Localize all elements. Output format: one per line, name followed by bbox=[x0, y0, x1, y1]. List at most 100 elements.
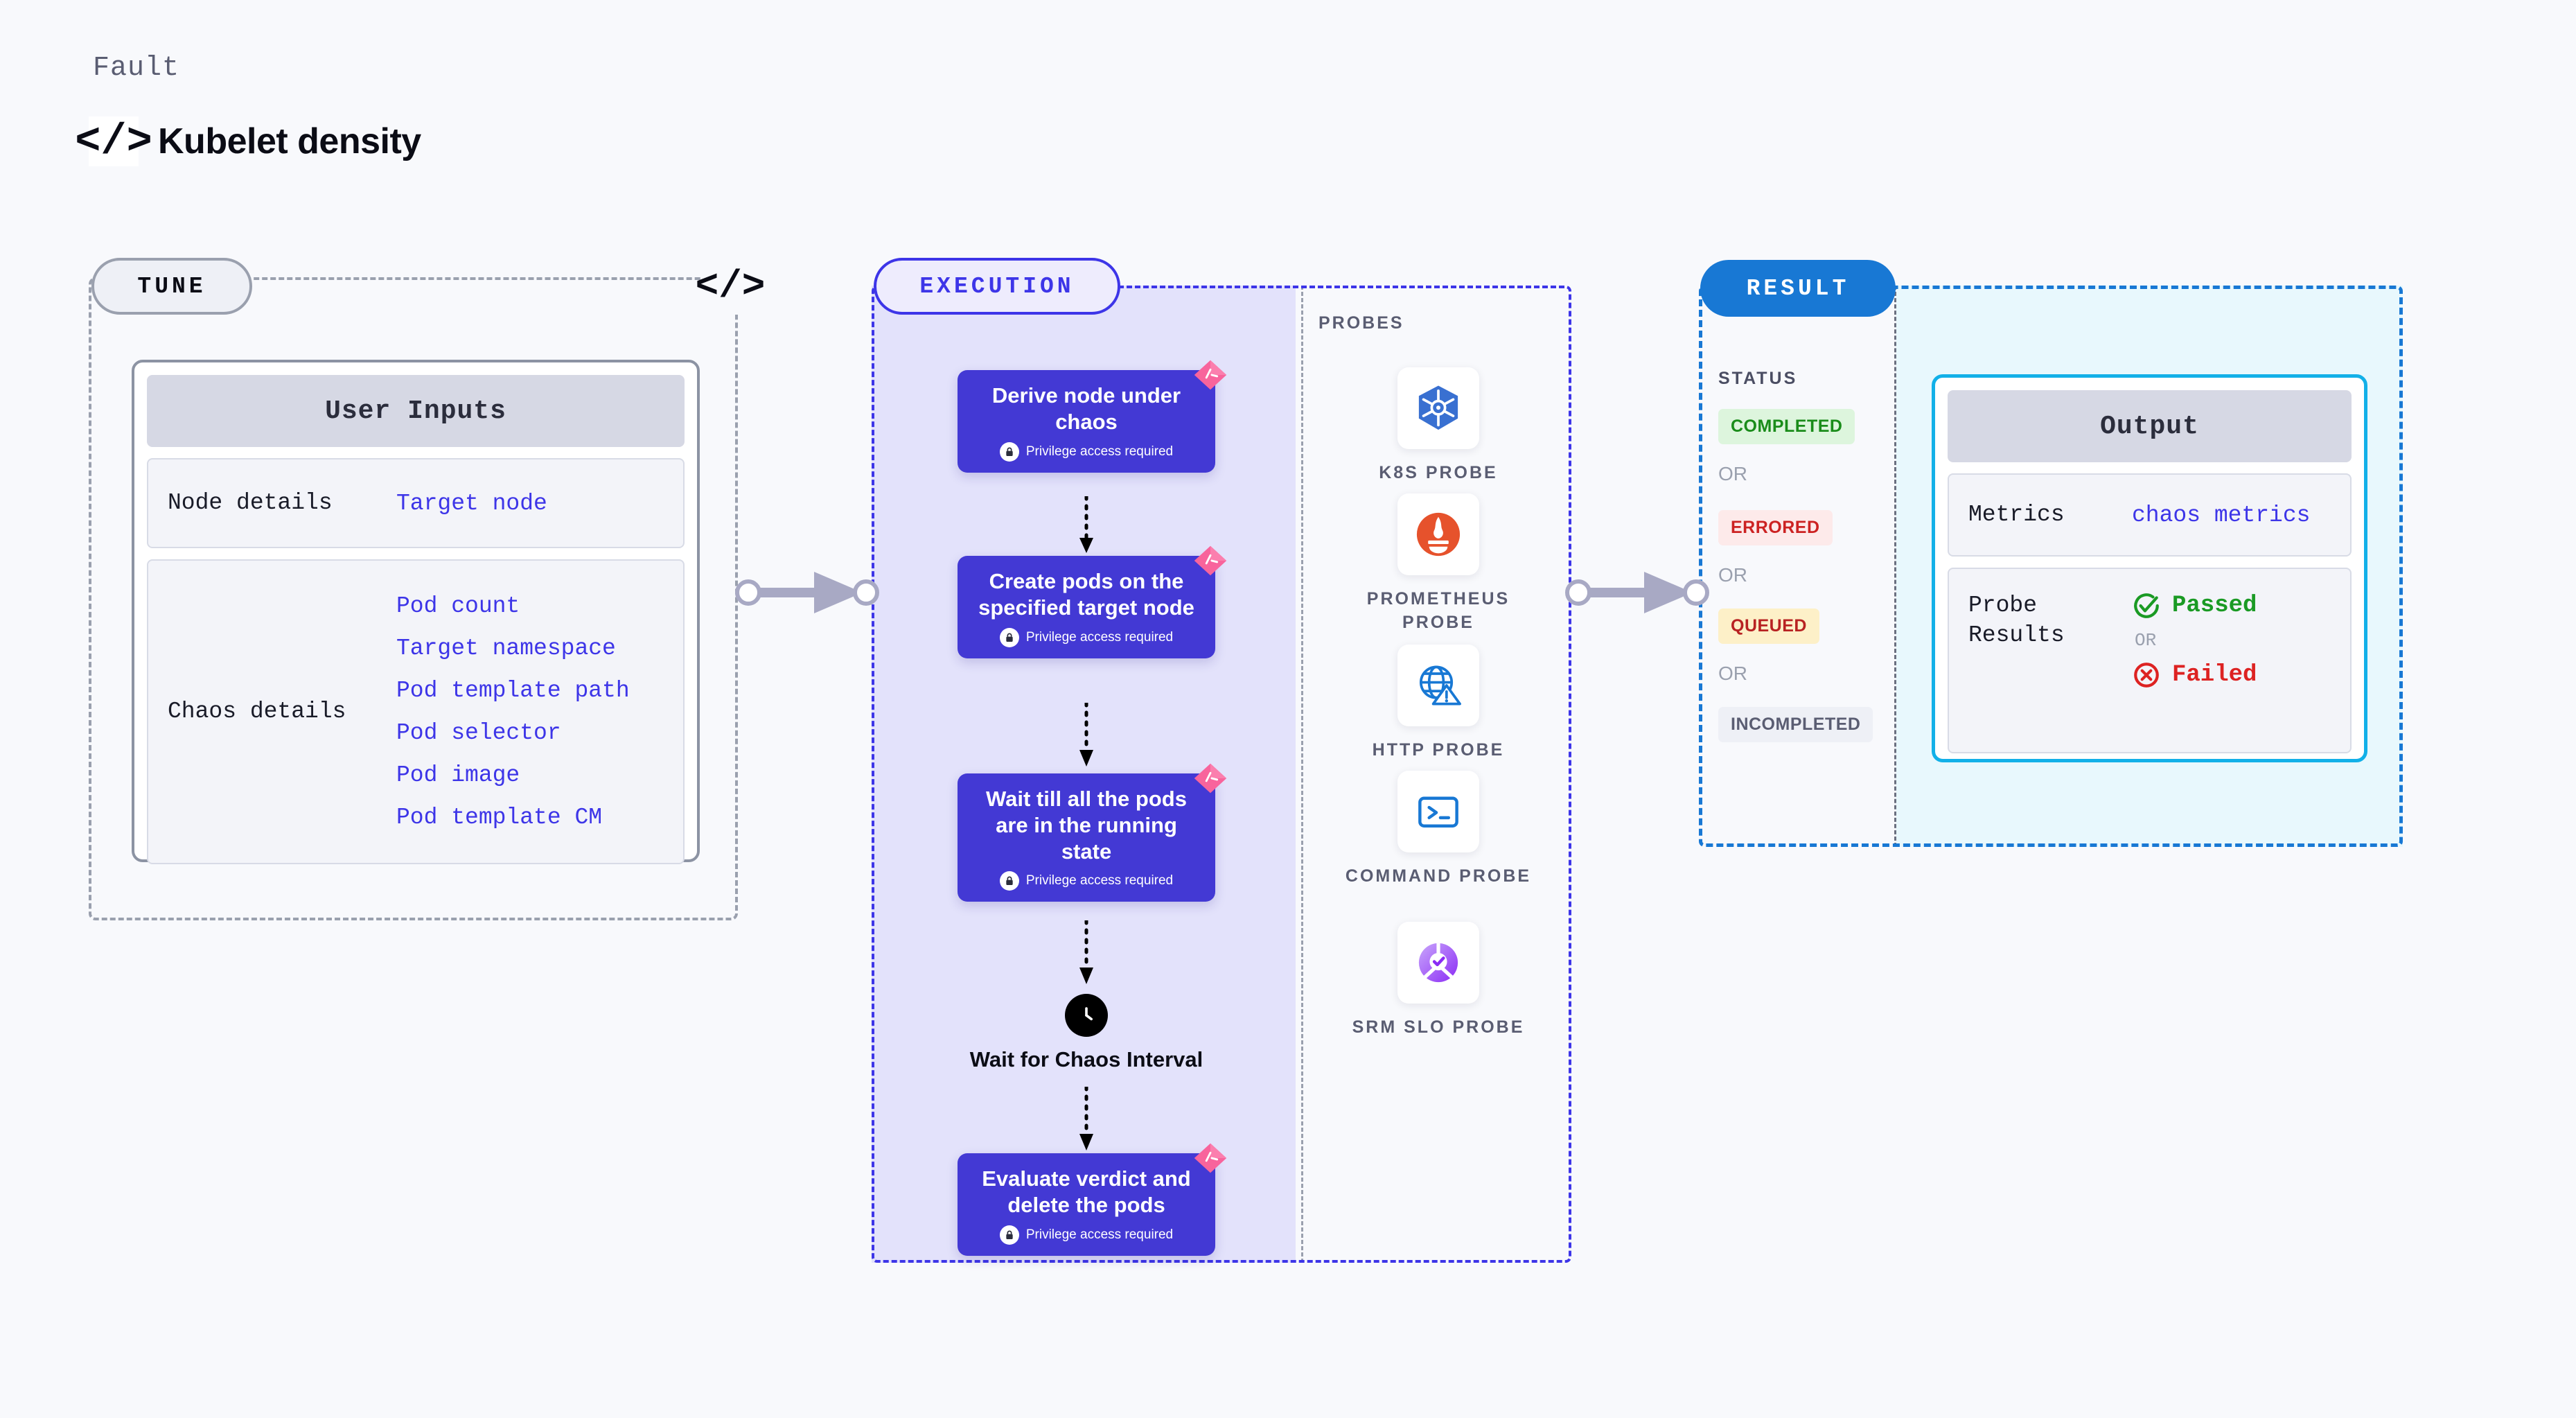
flow-arrow-2 bbox=[1079, 703, 1093, 767]
status-badge-errored: ERRORED bbox=[1718, 510, 1833, 545]
status-or-1: OR bbox=[1718, 463, 1747, 484]
status-badge-completed: COMPLETED bbox=[1718, 409, 1855, 444]
lock-icon bbox=[999, 1225, 1019, 1245]
step-title: Evaluate verdict and delete the pods bbox=[982, 1166, 1191, 1217]
probes-title: PROBES bbox=[1318, 313, 1404, 333]
input-value[interactable]: Pod image bbox=[396, 762, 520, 788]
chaos-ribbon-icon bbox=[1194, 360, 1227, 390]
row-values: Pod count Target namespace Pod template … bbox=[396, 593, 630, 830]
execution-step-4[interactable]: Evaluate verdict and delete the pods Pri… bbox=[958, 1143, 1227, 1256]
flow-arrow-4 bbox=[1079, 1087, 1093, 1150]
slo-donut-icon bbox=[1397, 922, 1479, 1004]
x-circle-icon bbox=[2134, 663, 2159, 688]
input-row-chaos-details[interactable]: Chaos details Pod count Target namespace… bbox=[147, 559, 685, 864]
status-or-3: OR bbox=[1718, 663, 1747, 684]
chaos-ribbon-icon bbox=[1194, 763, 1227, 794]
input-value[interactable]: Pod template CM bbox=[396, 805, 603, 830]
metrics-value[interactable]: chaos metrics bbox=[2132, 502, 2311, 528]
tune-badge[interactable]: TUNE bbox=[91, 258, 252, 315]
privilege-text: Privilege access required bbox=[1025, 873, 1174, 889]
row-values: Target node bbox=[396, 491, 547, 516]
output-card-title: Output bbox=[1948, 390, 2352, 462]
probe-label: SRM SLO PROBE bbox=[1352, 1017, 1525, 1037]
result-status-column: STATUS COMPLETED OR ERRORED OR QUEUED OR… bbox=[1699, 286, 1896, 847]
step-privilege-note: Privilege access required bbox=[999, 871, 1174, 891]
tune-panel: User Inputs Node details Target node Cha… bbox=[89, 277, 738, 920]
wait-for-chaos-interval-node: Wait for Chaos Interval bbox=[874, 994, 1298, 1074]
kubernetes-icon bbox=[1397, 367, 1479, 449]
lock-icon bbox=[999, 627, 1019, 647]
flow-arrow-3 bbox=[1079, 920, 1093, 984]
input-row-node-details[interactable]: Node details Target node bbox=[147, 458, 685, 548]
probe-result-passed: Passed bbox=[2132, 591, 2257, 620]
check-circle-icon bbox=[2134, 593, 2159, 618]
probe-item-prometheus[interactable]: PROMETHEUS PROBE bbox=[1303, 493, 1573, 635]
execution-step-2[interactable]: Create pods on the specified target node… bbox=[958, 545, 1227, 658]
probe-label: K8S PROBE bbox=[1379, 463, 1498, 482]
result-panel bbox=[1699, 286, 2403, 847]
probe-item-k8s[interactable]: K8S PROBE bbox=[1303, 367, 1573, 485]
privilege-text: Privilege access required bbox=[1025, 629, 1174, 645]
probe-result-or: OR bbox=[2135, 630, 2157, 651]
probe-item-srm-slo[interactable]: SRM SLO PROBE bbox=[1303, 922, 1573, 1040]
status-badge-incompleted: INCOMPLETED bbox=[1718, 707, 1873, 742]
step-title: Create pods on the specified target node bbox=[978, 569, 1194, 620]
probe-item-command[interactable]: COMMAND PROBE bbox=[1303, 771, 1573, 889]
lock-icon bbox=[999, 871, 1019, 891]
probe-item-http[interactable]: HTTP PROBE bbox=[1303, 645, 1573, 762]
step-privilege-note: Privilege access required bbox=[999, 1225, 1174, 1245]
probe-result-failed: Failed bbox=[2132, 660, 2257, 690]
page-eyebrow: Fault bbox=[93, 53, 180, 84]
probe-label: COMMAND PROBE bbox=[1345, 866, 1532, 886]
execution-step-3[interactable]: Wait till all the pods are in the runnin… bbox=[958, 763, 1227, 902]
chaos-ribbon-icon bbox=[1194, 545, 1227, 576]
step-title: Wait till all the pods are in the runnin… bbox=[986, 787, 1187, 864]
page-title: Kubelet density bbox=[158, 121, 421, 161]
user-inputs-title: User Inputs bbox=[147, 375, 685, 447]
probe-result-values: Passed OR Failed bbox=[2132, 591, 2257, 690]
prometheus-icon bbox=[1397, 493, 1479, 575]
status-or-2: OR bbox=[1718, 564, 1747, 586]
input-value[interactable]: Pod template path bbox=[396, 678, 630, 703]
input-value[interactable]: Target node bbox=[396, 490, 547, 516]
tune-code-icon: </> bbox=[696, 258, 765, 315]
input-value[interactable]: Target namespace bbox=[396, 636, 616, 661]
step-privilege-note: Privilege access required bbox=[999, 441, 1174, 462]
probes-column: PROBES K8S PROBE bbox=[1301, 286, 1571, 1263]
flow-arrow-1 bbox=[1079, 496, 1093, 553]
globe-warning-icon bbox=[1397, 645, 1479, 726]
step-privilege-note: Privilege access required bbox=[999, 627, 1174, 647]
clock-icon bbox=[1065, 994, 1108, 1037]
step-title: Derive node under chaos bbox=[991, 383, 1181, 434]
terminal-icon bbox=[1397, 771, 1479, 852]
output-card: Output Metrics chaos metrics Probe Resul… bbox=[1932, 374, 2367, 762]
status-badge-queued: QUEUED bbox=[1718, 609, 1819, 644]
connector-execution-to-result bbox=[1565, 572, 1709, 613]
output-row-probe-results: Probe Results Passed OR Failed bbox=[1948, 568, 2352, 753]
status-title: STATUS bbox=[1718, 369, 1798, 388]
row-label: Node details bbox=[168, 489, 333, 516]
result-badge[interactable]: RESULT bbox=[1700, 260, 1896, 317]
user-inputs-card: User Inputs Node details Target node Cha… bbox=[132, 360, 700, 864]
input-value[interactable]: Pod count bbox=[396, 593, 520, 619]
page-title-row: </> Kubelet density bbox=[75, 116, 421, 166]
probe-label: PROMETHEUS PROBE bbox=[1366, 589, 1510, 632]
execution-step-1[interactable]: Derive node under chaos Privilege access… bbox=[958, 360, 1227, 473]
privilege-text: Privilege access required bbox=[1025, 1227, 1174, 1242]
row-label: Probe Results bbox=[1968, 593, 2065, 648]
execution-badge[interactable]: EXECUTION bbox=[874, 258, 1120, 315]
row-label: Metrics bbox=[1968, 501, 2065, 527]
chaos-ribbon-icon bbox=[1194, 1143, 1227, 1173]
failed-label: Failed bbox=[2172, 662, 2257, 688]
input-value[interactable]: Pod selector bbox=[396, 720, 561, 746]
lock-icon bbox=[999, 441, 1019, 462]
probe-label: HTTP PROBE bbox=[1372, 740, 1505, 760]
execution-panel: Derive node under chaos Privilege access… bbox=[872, 286, 1571, 1263]
row-label: Chaos details bbox=[168, 698, 346, 724]
output-row-metrics[interactable]: Metrics chaos metrics bbox=[1948, 473, 2352, 557]
wait-node-label: Wait for Chaos Interval bbox=[969, 1047, 1203, 1071]
privilege-text: Privilege access required bbox=[1025, 444, 1174, 459]
connector-tune-to-execution bbox=[735, 572, 879, 613]
code-icon: </> bbox=[75, 116, 152, 166]
passed-label: Passed bbox=[2172, 593, 2257, 619]
